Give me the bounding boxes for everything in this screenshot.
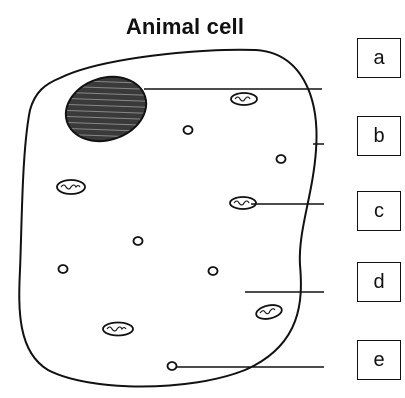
mitochondrion-1 [231, 93, 257, 105]
label-box-c: c [357, 191, 401, 231]
label-c: c [374, 200, 384, 223]
vesicle [59, 265, 68, 273]
label-box-d: d [357, 262, 401, 302]
label-d: d [373, 271, 384, 294]
label-e: e [373, 349, 384, 372]
label-box-b: b [357, 116, 401, 156]
label-a: a [373, 47, 384, 70]
mitochondrion-3 [230, 197, 256, 209]
vesicle [168, 362, 177, 370]
label-b: b [373, 125, 384, 148]
label-box-e: e [357, 340, 401, 380]
vesicle [277, 155, 286, 163]
mitochondrion-5 [103, 323, 133, 336]
cell-membrane [19, 50, 316, 387]
label-box-a: a [357, 38, 401, 78]
vesicle [184, 126, 193, 134]
vesicle [134, 237, 143, 245]
vesicle [209, 267, 218, 275]
mitochondrion-2 [57, 180, 85, 194]
